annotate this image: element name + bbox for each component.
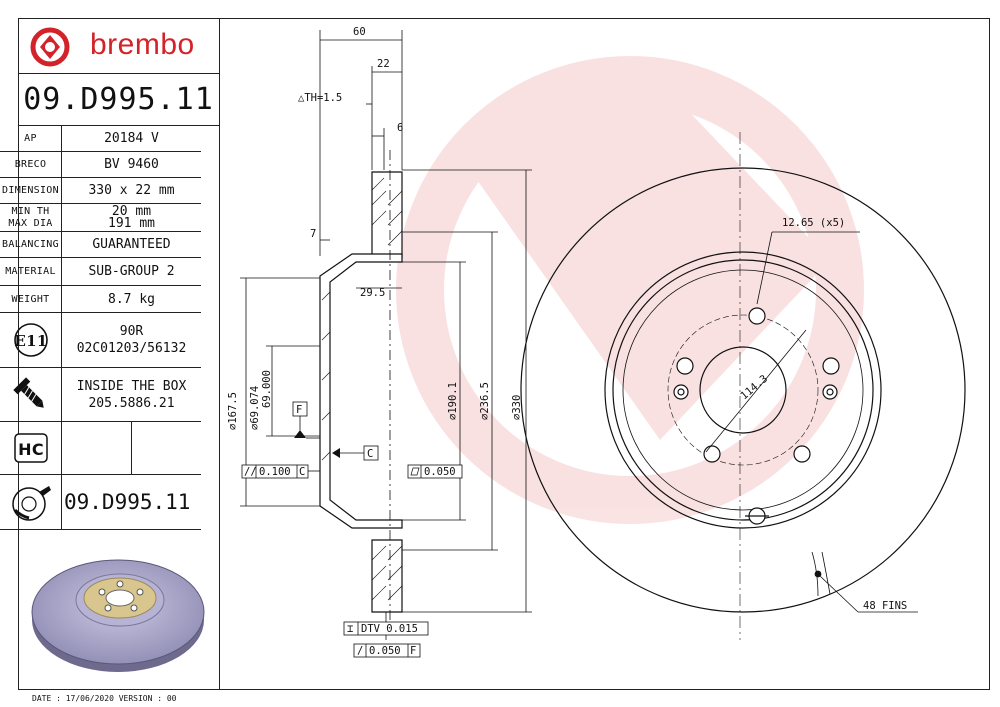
spec-label: MIN TH MAX DIA: [0, 204, 62, 231]
e11-badge-cell: E11: [0, 313, 62, 367]
hc-row: HC: [0, 422, 201, 475]
perpendicularity-frame: / 0.050 F: [353, 643, 421, 658]
disc-profile-icon: [11, 486, 51, 521]
spec-value: BV 9460: [104, 157, 159, 172]
spec-value: 20184 V: [104, 131, 159, 146]
max-dia-value: 191 mm: [108, 215, 155, 231]
spec-label: BALANCING: [0, 232, 62, 257]
perp-ref: F: [410, 645, 416, 657]
perp-value: 0.050: [369, 645, 401, 657]
flatness-value: 0.050: [424, 466, 456, 478]
technical-drawing: 60 22 △TH=1.5 6 7 29.5 ⌀167.5 ⌀69.074 69…: [227, 26, 966, 658]
spec-row-dimension: DIMENSION 330 x 22 mm: [0, 178, 201, 204]
hc-badge-icon: HC: [13, 433, 48, 463]
dtv-symbol: ⌶: [347, 623, 353, 635]
spec-panel: [18, 18, 220, 690]
inside-box-label: INSIDE THE BOX: [76, 378, 187, 394]
fins-callout: [811, 551, 918, 613]
part-number-bottom: 09.D995.11: [64, 490, 191, 514]
dim-6-text: 6: [397, 122, 403, 134]
dim-236-5-text: ⌀236.5: [479, 382, 491, 420]
dim-7-text: 7: [310, 228, 316, 240]
disc-front-view: [520, 132, 966, 640]
max-dia-label: MAX DIA: [8, 217, 53, 229]
dtv-value: DTV 0.015: [361, 623, 418, 635]
spec-row-material: MATERIAL SUB-GROUP 2: [0, 258, 201, 286]
datum-f-label: F: [296, 404, 302, 416]
homologation-code: 90R: [119, 324, 144, 339]
screw-icon: [12, 376, 44, 408]
spec-label: BRECO: [0, 152, 62, 177]
runout-value: 0.100: [259, 466, 291, 478]
brand-name: brembo: [90, 28, 195, 61]
part-number-bottom-row: 09.D995.11: [0, 475, 201, 530]
bolt-holes: [673, 307, 840, 525]
spec-label: WEIGHT: [0, 286, 62, 312]
inside-box-value: INSIDE THE BOX 205.5886.21: [62, 368, 201, 421]
spec-label: DIMENSION: [0, 178, 62, 203]
homologation-row: E11 90R 02C01203/56132: [0, 313, 201, 368]
runout-ref: C: [299, 466, 305, 478]
dim-th-text: △TH=1.5: [298, 92, 342, 104]
pcd-text: 114.3: [738, 373, 770, 403]
dim-29-5-text: 29.5: [360, 287, 385, 299]
dtv-tolerance-frame: ⌶ DTV 0.015: [343, 612, 429, 640]
part-number: 09.D995.11: [18, 74, 219, 126]
dim-69-upper-text: ⌀69.074: [249, 386, 261, 430]
spec-value: 330 x 22 mm: [88, 183, 175, 198]
screw-cell: [0, 368, 62, 421]
dim-60-text: 60: [353, 26, 366, 38]
dim-330-text: ⌀330: [511, 395, 523, 420]
bolt-holes-text: 12.65 (x5): [782, 217, 845, 229]
dim-190-1-text: ⌀190.1: [447, 382, 459, 420]
spec-label: MATERIAL: [0, 258, 62, 285]
disc-photo-illustration: [31, 559, 205, 672]
inside-box-code: 205.5886.21: [88, 395, 175, 411]
inside-box-row: INSIDE THE BOX 205.5886.21: [0, 368, 201, 422]
homologation-number: 02C01203/56132: [76, 341, 187, 356]
footer-date-version: DATE : 17/06/2020 VERSION : 00: [32, 694, 177, 703]
hc-cell: HC: [0, 422, 62, 474]
hc-badge-text: HC: [18, 440, 44, 459]
disc-icon-cell: [0, 475, 62, 529]
dim-22-text: 22: [377, 58, 390, 70]
spec-row-balancing: BALANCING GUARANTEED: [0, 232, 201, 258]
perp-symbol: /: [357, 645, 363, 657]
spec-row-weight: WEIGHT 8.7 kg: [0, 286, 201, 313]
drawing-sheet: [18, 18, 990, 690]
datum-f: F: [292, 401, 320, 439]
datum-c: C: [332, 445, 379, 461]
min-th-value: 20 mm: [111, 203, 152, 219]
brembo-logo-icon: [30, 27, 70, 67]
spec-row-min-max: MIN TH MAX DIA 20 mm 191 mm: [0, 204, 201, 232]
fins-text: 48 FINS: [863, 600, 907, 612]
spec-value: 8.7 kg: [108, 291, 155, 307]
dim-167-5-text: ⌀167.5: [227, 392, 239, 430]
section-hatching: [321, 177, 403, 601]
spec-row-ap: AP 20184 V: [0, 126, 201, 152]
spec-value: 20 mm 191 mm: [62, 204, 201, 231]
runout-symbol: //: [244, 466, 257, 478]
brand-header: brembo: [18, 18, 219, 74]
spec-label: AP: [0, 126, 62, 151]
runout-tolerance-frame: // 0.100 C: [241, 464, 320, 479]
disc-section-view: [319, 150, 403, 630]
e11-badge-text: E11: [14, 332, 47, 350]
brand-watermark: [396, 56, 864, 524]
datum-c-label: C: [367, 448, 373, 460]
spec-row-breco: BRECO BV 9460: [0, 152, 201, 178]
pcd-dimension: [705, 231, 860, 453]
homologation-value: 90R 02C01203/56132: [62, 313, 201, 367]
flatness-tolerance-frame: 0.050: [407, 464, 463, 479]
dim-69-lower-text: 69.000: [261, 370, 273, 408]
min-th-label: MIN TH: [11, 205, 50, 217]
spec-value: SUB-GROUP 2: [88, 264, 175, 279]
e11-badge-icon: E11: [13, 323, 48, 357]
spec-value: GUARANTEED: [92, 237, 171, 252]
